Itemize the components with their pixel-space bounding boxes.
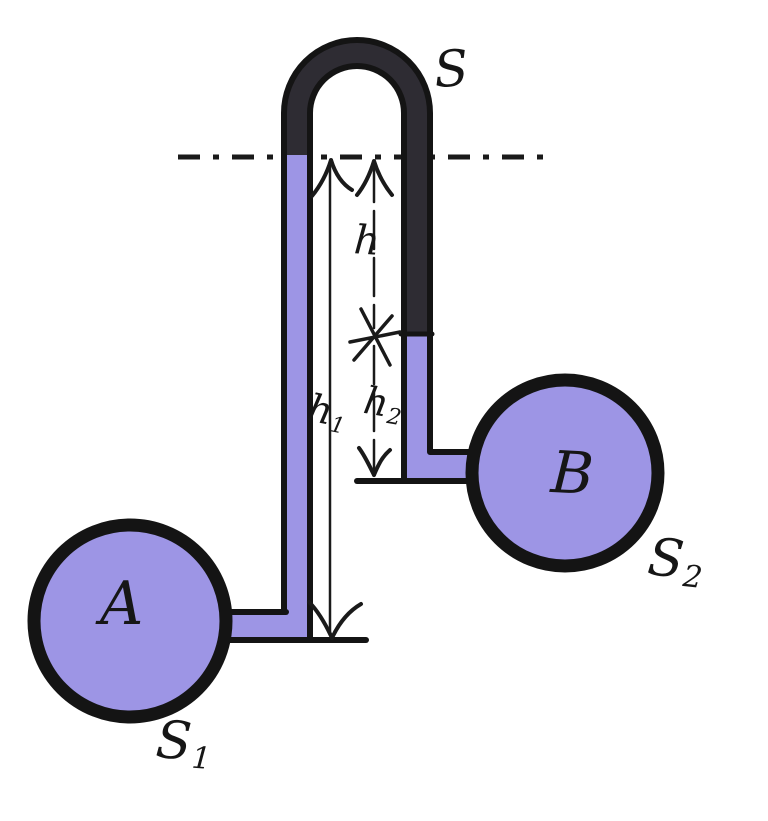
label-section-s2-base: S [645,527,687,591]
tube-inner-outline [307,63,407,643]
vessel-b-circle [465,373,665,573]
left-liquid-column [215,150,310,640]
h1-arrowhead-up [310,158,354,198]
label-section-s2-sub: 2 [681,559,705,597]
label-section-s1-base: S [153,710,194,773]
label-section-s2: S2 [645,527,705,596]
label-section-s1-sub: 1 [190,741,213,778]
vessel-a-circle [27,518,233,724]
label-vessel-b: B [549,437,596,509]
right-liquid-column [403,332,480,481]
level-cross-mark [348,307,402,367]
label-height-h: h [352,217,382,265]
label-height-h1: h1 [304,385,350,439]
label-vessel-a: A [100,569,144,639]
h-arrowhead-up [355,159,394,197]
label-tube-s: S [432,38,471,100]
label-section-s1: S1 [154,710,212,777]
tube-outer-outline [281,37,473,615]
tube-outlines [211,37,477,643]
h2-arrowhead-down [357,446,392,477]
label-height-h2: h2 [360,378,406,431]
h1-arrowhead-down [307,600,363,640]
dimension-annotations [307,158,402,640]
